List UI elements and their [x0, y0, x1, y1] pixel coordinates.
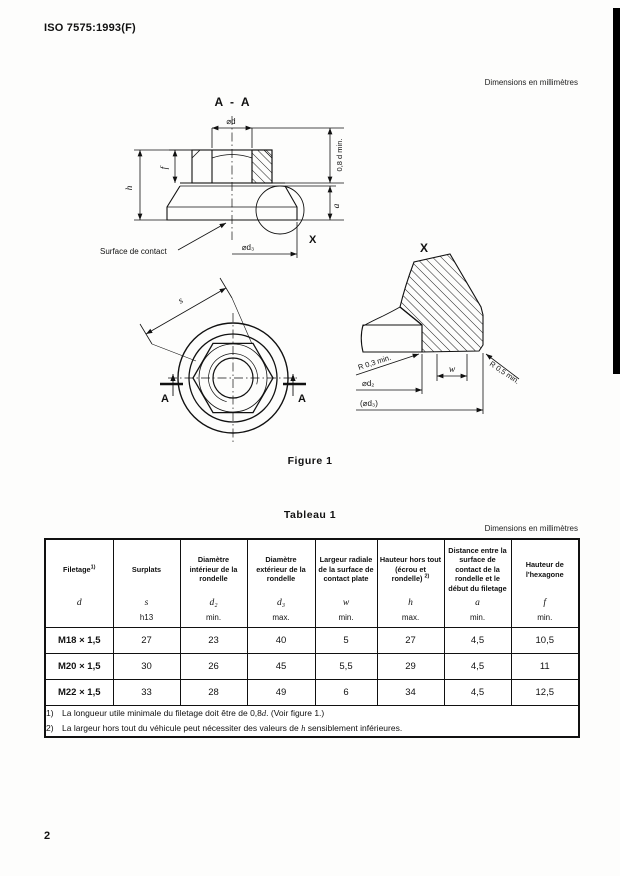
- footnote-2: 2)La largeur hors tout du véhicule peut …: [46, 723, 403, 733]
- dimensions-note-figure: Dimensions en millimètres: [484, 78, 578, 87]
- col-header-filetage: Filetage1) d: [44, 538, 114, 628]
- main-section-view: A - A ⌀d 0,8 d min.: [100, 95, 344, 258]
- svg-text:h: h: [125, 185, 135, 190]
- col-header-largeur: Largeur radiale de la surface de contact…: [314, 538, 378, 628]
- dim-s: s: [139, 277, 253, 362]
- table-row: M20 × 1,5 30 26 45 5,5 29 4,5 11: [44, 653, 580, 680]
- svg-text:w: w: [449, 365, 456, 375]
- table-row: M18 × 1,5 27 23 40 5 27 4,5 10,5: [44, 627, 580, 654]
- dim-thread-min: 0,8 d min.: [285, 128, 344, 184]
- figure-caption: Figure 1: [287, 455, 333, 467]
- col-header-hauteur-ht: Hauteur hors tout (écrou et rondelle) 2)…: [376, 538, 445, 628]
- footnote-1: 1)La longueur utile minimale du filetage…: [46, 708, 325, 718]
- dim-a: a: [285, 185, 344, 221]
- svg-text:⌀d₃: ⌀d₃: [242, 243, 255, 252]
- dim-phi-d3-ref: (⌀d₃): [356, 353, 484, 414]
- svg-text:A: A: [161, 393, 169, 405]
- dim-r03: R 0,3 min.: [355, 353, 420, 376]
- svg-text:X: X: [309, 234, 317, 246]
- cutting-plane-markers: A A: [160, 374, 306, 405]
- svg-text:⌀d: ⌀d: [226, 117, 235, 126]
- section-title: A - A: [214, 95, 251, 109]
- plan-view: s A A: [139, 277, 306, 443]
- table-row: M22 × 1,5 33 28 49 6 34 4,5 12,5: [44, 679, 580, 706]
- section-hatch: [251, 149, 273, 184]
- table-title: Tableau 1: [283, 509, 337, 521]
- svg-text:R 0,5 min.: R 0,5 min.: [488, 359, 521, 386]
- svg-text:s: s: [177, 296, 185, 307]
- svg-text:X: X: [420, 241, 428, 255]
- svg-text:Surface de contact: Surface de contact: [100, 247, 167, 256]
- footnotes-row: 1)La longueur utile minimale du filetage…: [44, 705, 580, 738]
- detail-x-view: X R 0,3 min. w R 0,5 min. ⌀d₂: [355, 241, 521, 414]
- dim-r05: R 0,5 min.: [485, 353, 521, 386]
- detail-hatch: [399, 253, 484, 353]
- svg-text:0,8 d min.: 0,8 d min.: [335, 139, 344, 172]
- dim-phi-d3: ⌀d₃: [232, 222, 298, 258]
- svg-text:A: A: [298, 393, 306, 405]
- document-reference: ISO 7575:1993(F): [44, 22, 136, 34]
- col-header-distance: Distance entre la surface de contact de …: [443, 538, 512, 628]
- dim-f: f: [159, 149, 192, 183]
- svg-text:a: a: [332, 203, 342, 208]
- dim-h: h: [125, 149, 192, 221]
- svg-text:⌀d₂: ⌀d₂: [362, 379, 374, 388]
- dimensions-note-table: Dimensions en millimètres: [484, 524, 578, 533]
- scan-edge-artifact: [613, 8, 620, 374]
- dim-phi-d2: ⌀d₂: [356, 354, 423, 394]
- svg-text:f: f: [159, 165, 170, 169]
- svg-text:(⌀d₃): (⌀d₃): [360, 399, 378, 408]
- page-number: 2: [44, 830, 51, 842]
- dim-w: w: [436, 354, 468, 381]
- figure-1-drawing: A - A ⌀d 0,8 d min.: [100, 95, 521, 443]
- detail-x-circle: [255, 185, 305, 235]
- surface-contact-label: Surface de contact: [100, 222, 227, 256]
